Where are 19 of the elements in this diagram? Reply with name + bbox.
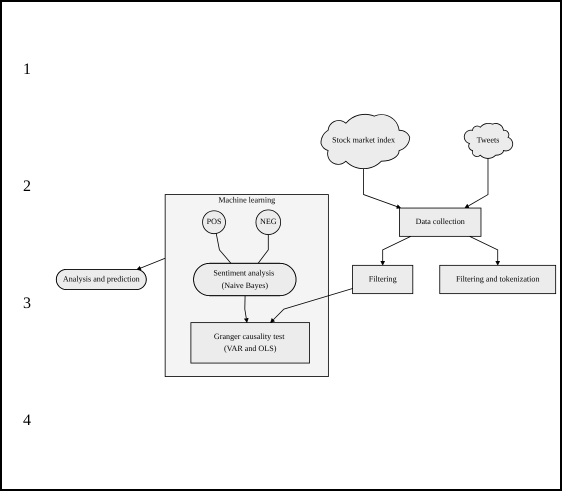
arrow bbox=[244, 296, 249, 323]
node-circle: NEG bbox=[256, 210, 282, 236]
node-circle: POS bbox=[202, 210, 226, 234]
connector bbox=[257, 234, 269, 264]
node-box: Data collection bbox=[399, 208, 482, 237]
arrow bbox=[363, 167, 402, 209]
step-number: 1 bbox=[22, 61, 32, 80]
arrow bbox=[270, 288, 353, 323]
connector bbox=[216, 233, 232, 264]
step-number: 2 bbox=[22, 178, 32, 196]
step-number: 4 bbox=[22, 412, 32, 430]
node-box: Filtering and tokenization bbox=[439, 265, 556, 294]
arrow bbox=[464, 158, 488, 208]
arrow bbox=[469, 236, 500, 266]
node-box: Granger causality test (VAR and OLS) bbox=[190, 322, 310, 364]
node-box: Filtering bbox=[352, 265, 414, 294]
step-number: 3 bbox=[22, 294, 32, 313]
arrow bbox=[380, 236, 412, 266]
arrow bbox=[136, 258, 166, 270]
